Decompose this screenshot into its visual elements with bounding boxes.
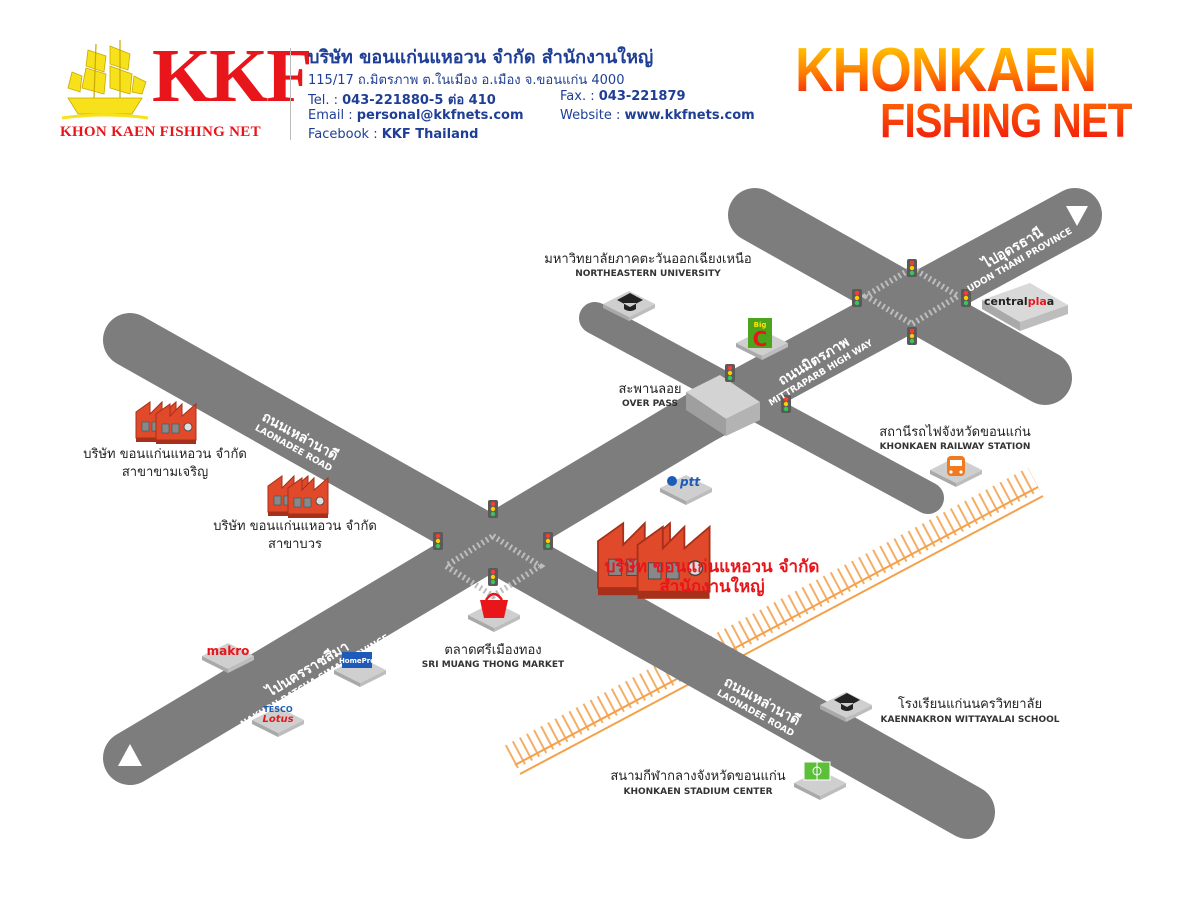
overpass-name-en: OVER PASS	[622, 399, 678, 409]
market-name-th: ตลาดศรีเมืองทอง	[444, 642, 541, 658]
hq-line2: สำนักงานใหญ่	[659, 576, 764, 597]
branch2-line2: สาขาบวร	[268, 537, 322, 552]
overpass-block	[686, 375, 760, 436]
homepro-logo-icon	[342, 652, 372, 668]
traffic-light-icon	[725, 364, 735, 382]
tel-row: Tel. : 043-221880-5 ต่อ 410	[308, 89, 496, 110]
place-railway-station[interactable]: สถานีรถไฟจังหวัดขอนแก่น KHONKAEN RAILWAY…	[879, 424, 1031, 487]
graduation-cap-icon	[834, 693, 860, 711]
traffic-light-icon	[907, 259, 917, 277]
website-row: Website : www.kkfnets.com	[560, 108, 755, 123]
road-university	[579, 302, 944, 514]
facebook-row: Facebook : KKF Thailand	[308, 127, 478, 142]
map: ถนนเหล่านาดี LAONADEE ROAD ถนนเหล่านาดี …	[83, 188, 1102, 839]
arrow-nakhon-icon	[118, 744, 142, 766]
logo-subtitle: KHON KAEN FISHING NET	[60, 124, 261, 140]
railway-name-en: KHONKAEN RAILWAY STATION	[880, 442, 1031, 452]
brand-title-line1: KHONKAEN	[795, 36, 1097, 105]
facebook-label: Facebook :	[308, 127, 382, 142]
tel-label: Tel. :	[308, 93, 343, 108]
address: 115/17 ถ.มิตรภาพ ต.ในเมือง อ.เมือง จ.ขอน…	[308, 73, 625, 88]
header: KKF KHON KAEN FISHING NET บริษัท ขอนแก่น…	[0, 0, 1200, 160]
traffic-light-icon	[852, 289, 862, 307]
place-bigc[interactable]: Big C	[736, 318, 788, 360]
tel-value: 043-221880-5 ต่อ 410	[342, 93, 496, 108]
fax-label: Fax. :	[560, 89, 599, 104]
railway-name-th: สถานีรถไฟจังหวัดขอนแก่น	[879, 424, 1031, 440]
place-ptt[interactable]: ptt	[660, 475, 712, 505]
basket-icon	[480, 592, 508, 618]
graduation-cap-icon	[617, 293, 643, 311]
place-homepro[interactable]: HomePro	[334, 652, 386, 687]
place-central-plaza[interactable]: centralplaa	[982, 283, 1068, 331]
homepro-logo: HomePro	[339, 657, 375, 665]
place-branch-khamcharoen[interactable]: บริษัท ขอนแก่นแหอวน จำกัด สาขาขามเจริญ	[83, 401, 247, 480]
traffic-light-icon	[488, 500, 498, 518]
market-name-en: SRI MUANG THONG MARKET	[422, 660, 565, 670]
ship-logo-icon	[61, 40, 149, 120]
makro-logo: makro	[207, 644, 250, 658]
place-tesco-lotus[interactable]: TESCO Lotus	[252, 705, 304, 737]
traffic-light-icon	[907, 327, 917, 345]
place-branch-bowon[interactable]: บริษัท ขอนแก่นแหอวน จำกัด สาขาบวร	[213, 475, 377, 552]
place-kaennakron-school[interactable]: โรงเรียนแก่นนครวิทยาลัย KAENNAKRON WITTA…	[820, 692, 1060, 725]
bigc-text-b: C	[753, 327, 768, 351]
fax-row: Fax. : 043-221879	[560, 89, 686, 104]
website-link[interactable]: www.kkfnets.com	[624, 108, 755, 123]
intersection-upper	[860, 264, 964, 328]
road-upper	[728, 188, 1072, 405]
stadium-name-th: สนามกีฬากลางจังหวัดขอนแก่น	[610, 768, 785, 784]
road-mittraparb-nakhon	[103, 391, 727, 785]
facebook-link[interactable]: KKF Thailand	[381, 127, 479, 142]
bigc-text-a: Big	[754, 321, 767, 329]
factory-icon	[155, 403, 197, 445]
train-icon	[947, 456, 965, 476]
university-name-en: NORTHEASTERN UNIVERSITY	[575, 269, 721, 279]
hq-line1: บริษัท ขอนแก่นแหอวน จำกัด	[605, 557, 820, 577]
factory-icon	[287, 477, 329, 519]
roads	[103, 188, 1102, 839]
branch2-line1: บริษัท ขอนแก่นแหอวน จำกัด	[213, 519, 377, 534]
school-name-th: โรงเรียนแก่นนครวิทยาลัย	[898, 696, 1042, 712]
branch1-line1: บริษัท ขอนแก่นแหอวน จำกัด	[83, 447, 247, 462]
company-name: บริษัท ขอนแก่นแหอวน จำกัด สำนักงานใหญ่	[308, 47, 654, 68]
stadium-icon	[803, 761, 831, 781]
overpass-name-th: สะพานลอย	[618, 382, 681, 397]
branch1-line2: สาขาขามเจริญ	[122, 465, 208, 480]
university-name-th: มหาวิทยาลัยภาคตะวันออกเฉียงเหนือ	[544, 251, 751, 267]
traffic-light-icon	[543, 532, 553, 550]
lotus-logo: Lotus	[262, 714, 293, 725]
stadium-name-en: KHONKAEN STADIUM CENTER	[623, 787, 772, 797]
intersection-lower	[440, 532, 546, 600]
bigc-logo-icon	[748, 318, 772, 348]
ptt-logo-icon	[667, 476, 677, 486]
place-stadium[interactable]: สนามกีฬากลางจังหวัดขอนแก่น KHONKAEN STAD…	[610, 761, 846, 800]
place-headquarters[interactable]: บริษัท ขอนแก่นแหอวน จำกัด สำนักงานใหญ่	[597, 522, 820, 600]
fax-value: 043-221879	[598, 89, 686, 104]
traffic-light-icon	[488, 568, 498, 586]
header-divider	[290, 48, 291, 140]
place-overpass: สะพานลอย OVER PASS	[618, 382, 681, 409]
email-label: Email :	[308, 108, 357, 123]
tesco-logo: TESCO	[263, 705, 293, 714]
place-university[interactable]: มหาวิทยาลัยภาคตะวันออกเฉียงเหนือ NORTHEA…	[544, 251, 752, 321]
place-makro[interactable]: makro	[202, 643, 254, 673]
ptt-text: ptt	[679, 475, 701, 489]
road-laonadee	[103, 313, 995, 839]
central-logo: centralplaa	[984, 295, 1054, 308]
logo-text: KKF	[152, 34, 313, 118]
traffic-light-icon	[433, 532, 443, 550]
email-link[interactable]: personal@kkfnets.com	[356, 108, 524, 123]
railway-track	[504, 467, 1044, 775]
email-row: Email : personal@kkfnets.com	[308, 108, 524, 123]
school-name-en: KAENNAKRON WITTAYALAI SCHOOL	[881, 715, 1060, 725]
place-sri-muang-thong-market[interactable]: ตลาดศรีเมืองทอง SRI MUANG THONG MARKET	[422, 592, 565, 670]
website-label: Website :	[560, 108, 625, 123]
arrow-udon-icon	[1066, 206, 1088, 226]
brand-title-line2: FISHING NET	[880, 95, 1133, 148]
